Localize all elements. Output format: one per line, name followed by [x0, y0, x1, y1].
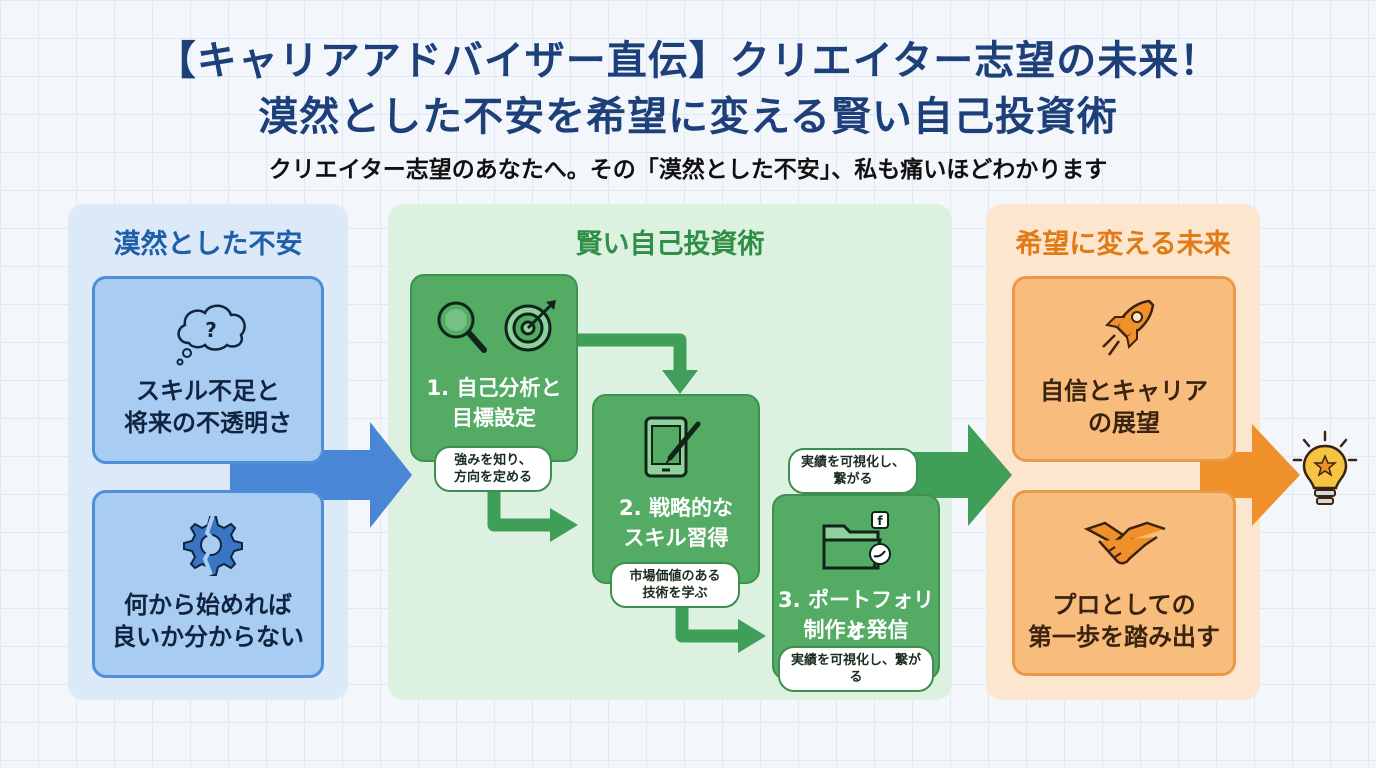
- first-step-line1: プロとしての: [1052, 591, 1196, 619]
- folder-social-icon: f: [822, 511, 891, 570]
- anxiety-heading: 漠然とした不安: [113, 229, 303, 260]
- subtitle: クリエイター志望のあなたへ。その「漠然とした不安」、私も痛いほどわかります: [268, 157, 1108, 183]
- tablet-pen-icon: [644, 416, 701, 478]
- first-step-card: プロとしての 第一歩を踏み出す: [1012, 490, 1236, 676]
- thought-cloud-question-icon: ?: [176, 304, 246, 366]
- step2-note-line2: 技術を学ぶ: [642, 586, 708, 601]
- lightbulb-star-icon: [1292, 430, 1358, 505]
- skill-gap-card: ? スキル不足と 将来の不透明さ: [92, 276, 324, 464]
- handshake-icon: [1083, 521, 1166, 565]
- step3-line2: 制作と発信: [803, 618, 909, 642]
- visibility-note-line2: 繋がる: [833, 472, 873, 487]
- step2-line1: 2. 戦略的な: [619, 496, 733, 520]
- step1-line2: 目標設定: [452, 406, 536, 430]
- where-to-start-line2: 良いか分からない: [112, 623, 304, 651]
- step2-skill-card: 2. 戦略的な スキル習得: [592, 394, 760, 584]
- target-icon: [504, 300, 556, 352]
- main-title-line1: 【キャリアアドバイザー直伝】クリエイター志望の未来！: [155, 38, 1221, 84]
- skill-gap-line1: スキル不足と: [136, 377, 280, 405]
- visibility-note: 実績を可視化し、 繋がる: [788, 448, 918, 494]
- step1-note-line2: 方向を定める: [453, 470, 532, 485]
- first-step-line2: 第一歩を踏み出す: [1028, 623, 1220, 651]
- step1-note: 強みを知り、 方向を定める: [434, 446, 552, 492]
- step1-note-line1: 強みを知り、: [454, 453, 532, 468]
- magnifier-icon: [437, 301, 487, 353]
- investment-heading: 賢い自己投資術: [575, 229, 765, 260]
- step3-note: 実績を可視化し、繋がる: [778, 646, 934, 692]
- svg-text:?: ?: [205, 318, 217, 342]
- step1-line1: 1. 自己分析と: [426, 376, 562, 400]
- step2-note: 市場価値のある 技術を学ぶ: [610, 562, 740, 608]
- step2-line2: スキル習得: [623, 526, 729, 550]
- skill-gap-line2: 将来の不透明さ: [124, 409, 292, 437]
- rocket-icon: [1102, 299, 1155, 356]
- visibility-note-line1: 実績を可視化し、: [800, 455, 905, 470]
- step3-line1: 3. ポートフォリオ: [778, 588, 934, 644]
- where-to-start-line1: 何から始めれば: [124, 591, 292, 619]
- step1-self-analysis-card: 1. 自己分析と 目標設定: [410, 274, 578, 462]
- broken-gear-icon: [183, 514, 243, 576]
- confidence-card: 自信とキャリア の展望: [1012, 276, 1236, 462]
- step2-note-line1: 市場価値のある: [629, 569, 721, 584]
- future-heading: 希望に変える未来: [1015, 229, 1231, 260]
- where-to-start-card: 何から始めれば 良いか分からない: [92, 490, 324, 678]
- main-title-line2: 漠然とした不安を希望に変える賢い自己投資術: [258, 94, 1118, 140]
- confidence-line1: 自信とキャリア: [1040, 377, 1208, 405]
- svg-text:f: f: [877, 514, 883, 528]
- confidence-line2: の展望: [1088, 409, 1160, 437]
